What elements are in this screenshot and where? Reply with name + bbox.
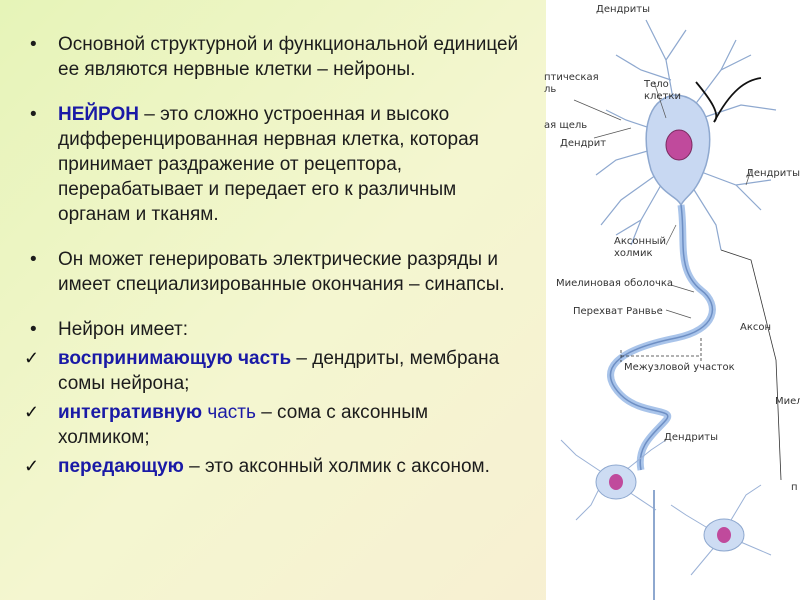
integrative-term: интегративную [58,402,203,423]
bullet-dot: • [30,249,37,270]
paragraph-4-text: Нейрон имеет: [58,319,188,340]
transmitting-term: передающую [58,456,184,477]
transmitting-text: – это аксонный холмик с аксоном. [183,456,490,477]
bullet-paragraph-4: • Нейрон имеет: [24,317,524,342]
bullet-dot: • [30,319,37,340]
internode-marker [620,338,702,362]
label-dendrites-right: Дендриты [746,168,800,179]
label-cell-body-1: Тело [644,79,669,90]
label-internode: Межузловой участок [624,362,735,373]
label-synaptic-cleft: ая щель [544,120,588,131]
check-item-transmitting: ✓ передающую – это аксонный холмик с акс… [24,454,524,479]
bullet-paragraph-3: • Он может генерировать электрические ра… [24,247,524,297]
paragraph-1-text: Основной структурной и функциональной ед… [58,34,519,80]
axon-bracket [720,249,782,481]
label-synaptic-2: ль [544,84,557,95]
label-axon: Аксон [740,322,772,333]
label-axon-hillock-1: Аксонный [614,236,666,247]
label-p-cut: п [791,482,798,493]
label-dendrite: Дендрит [560,138,607,149]
bullet-paragraph-2: • НЕЙРОН – это сложно устроенная и высок… [24,102,524,227]
label-dendrites-bottom: Дендриты [664,432,718,443]
label-myelin: Миелиновая оболочка [556,278,674,289]
integrative-text: – сома с аксонным холмиком; [58,402,429,448]
incoming-axon [713,77,762,123]
check-item-integrative: ✓ интегративную часть – сома с аксонным … [24,400,524,450]
label-ranvier: Перехват Ранвье [573,306,663,317]
neuron-diagram: Дендриты птическая ль ая щель Тело клетк… [544,0,800,600]
nucleus [665,129,693,161]
bullet-paragraph-1: • Основной структурной и функциональной … [24,32,524,82]
label-leaders [573,81,752,319]
paragraph-3-text: Он может генерировать электрические разр… [58,249,505,295]
bullet-dot: • [30,104,37,125]
label-dendrites-top: Дендриты [596,4,650,15]
label-cell-body-2: клетки [644,91,681,102]
checkmark-icon: ✓ [24,348,40,368]
label-miel-cut: Миел [775,396,800,407]
text-panel: • Основной структурной и функциональной … [24,32,524,479]
receptive-term: воспринимающую часть [58,348,292,369]
lower-neuron-right [670,484,772,576]
axon-outline [609,204,714,471]
integrative-term-part: часть [202,402,256,423]
neuron-term: НЕЙРОН [58,104,139,125]
checkmark-icon: ✓ [24,402,40,422]
check-item-receptive: ✓ воспринимающую часть – дендриты, мембр… [24,346,524,396]
lower-neuron-left [560,439,667,521]
paragraph-2-text: – это сложно устроенная и высоко диффере… [58,104,479,225]
neuron-illustration [560,19,782,600]
checkmark-icon: ✓ [24,456,40,476]
label-synaptic-1: птическая [544,72,599,83]
bullet-dot: • [30,34,37,55]
label-axon-hillock-2: холмик [614,248,653,259]
receptive-text: – дендриты, мембрана сомы нейрона; [58,348,500,394]
dendrite-branches [595,19,777,251]
